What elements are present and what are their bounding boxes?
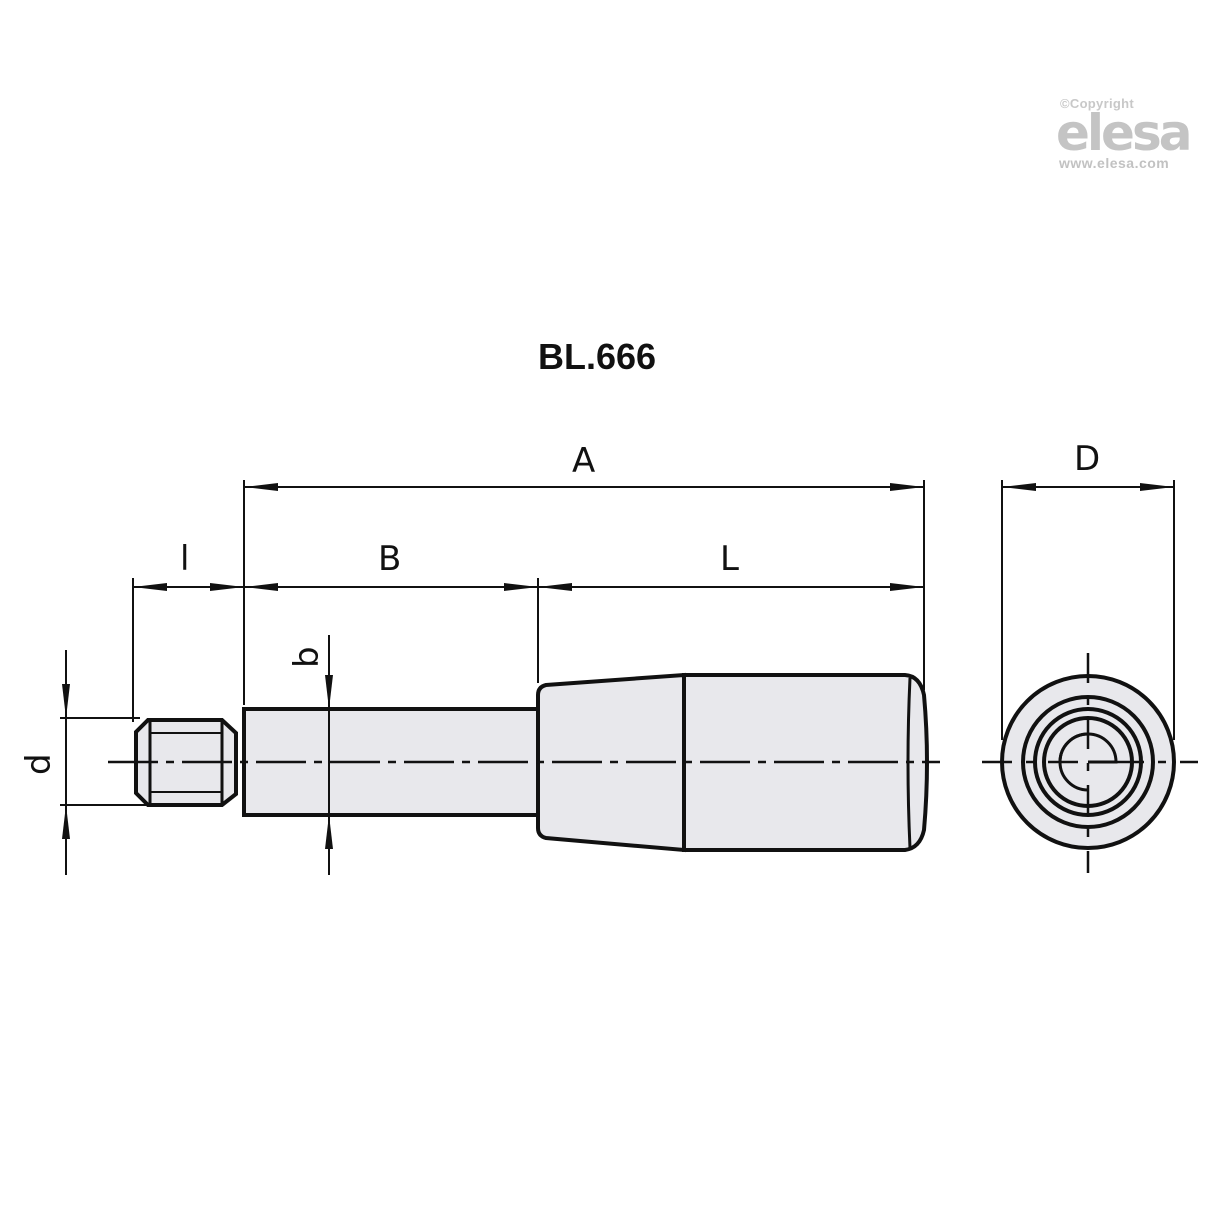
- dim-label-D: D: [1074, 439, 1100, 479]
- elesa-logo: elesa: [1056, 104, 1192, 162]
- drawing-title: BL.666: [538, 336, 657, 377]
- watermark-url: www.elesa.com: [1059, 155, 1170, 171]
- handle-end-view: [982, 653, 1198, 873]
- dim-label-b: b: [287, 646, 327, 668]
- dim-label-B: B: [378, 539, 401, 579]
- dim-label-d: d: [19, 753, 59, 775]
- dimension-lines: [62, 483, 1174, 875]
- dim-label-L: L: [720, 539, 739, 579]
- handle-side-view: [108, 672, 940, 853]
- dim-label-A: A: [572, 441, 595, 481]
- extension-lines: [60, 480, 1175, 806]
- dim-label-l: l: [180, 539, 189, 579]
- elesa-watermark: ©Copyright elesa www.elesa.com: [1052, 96, 1212, 171]
- copyright-text: ©Copyright: [1060, 96, 1134, 111]
